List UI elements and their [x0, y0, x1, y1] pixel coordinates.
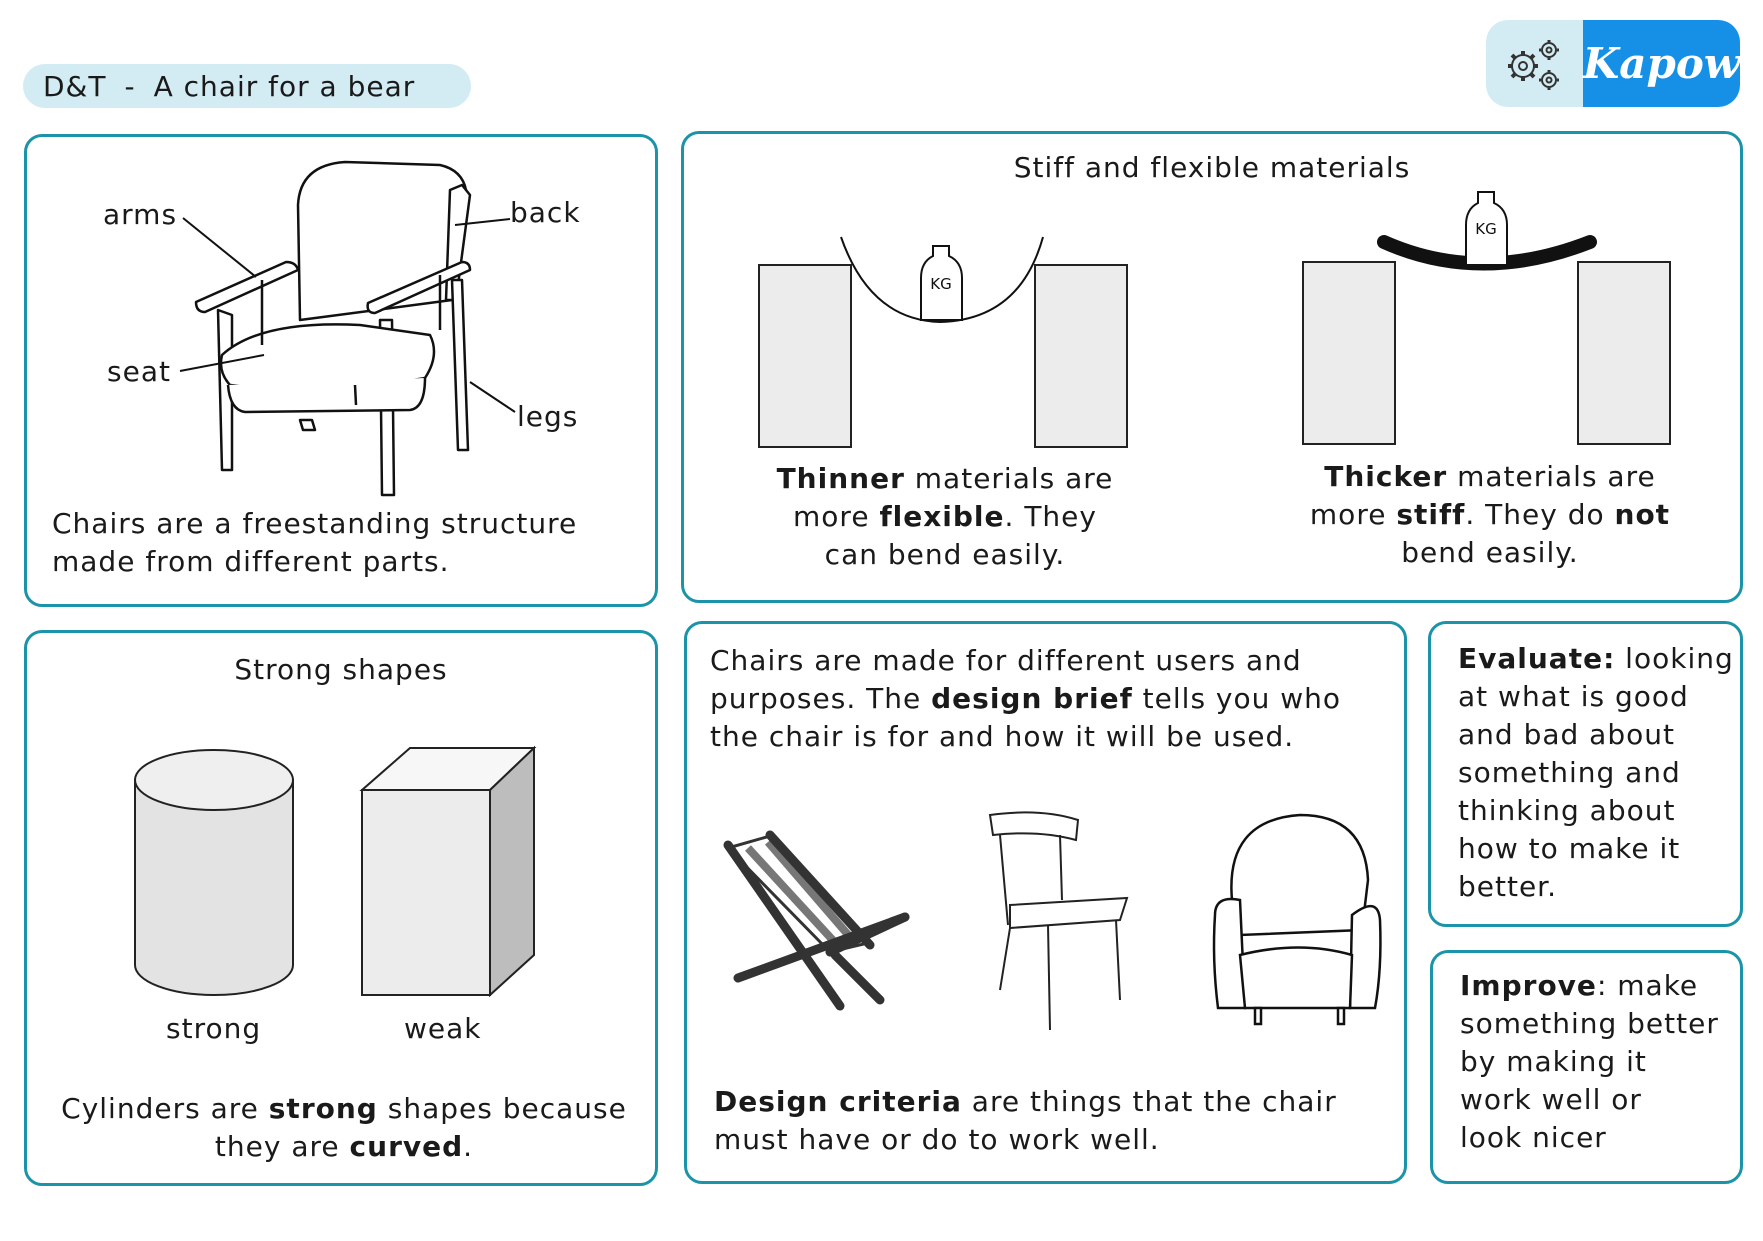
thin-bending-sheet	[840, 236, 1044, 324]
chair-parts-caption: Chairs are a freestanding structure made…	[52, 505, 632, 581]
improve-line-1: : make	[1596, 969, 1699, 1002]
criteria-text-2: must have or do to work well.	[714, 1123, 1160, 1156]
caption-line-2: made from different parts.	[52, 545, 450, 578]
design-brief-text: Chairs are made for different users and …	[710, 642, 1400, 756]
design-intro-2b: tells you who	[1132, 682, 1342, 715]
support-block-left-2	[1302, 261, 1396, 445]
evaluate-definition: Evaluate: looking at what is good and ba…	[1458, 640, 1748, 906]
evaluate-line-3: and bad about	[1458, 718, 1675, 751]
design-intro-3: the chair is for and how it will be used…	[710, 720, 1295, 753]
weak-label: weak	[404, 1012, 482, 1045]
label-back: back	[510, 196, 581, 229]
thick-text-1: materials are	[1447, 460, 1656, 493]
shapes-caption-d: .	[463, 1130, 474, 1163]
strong-label: strong	[166, 1012, 262, 1045]
evaluate-line-7: better.	[1458, 870, 1558, 903]
shapes-caption-bold-2: curved	[349, 1130, 464, 1163]
panel-strong-shapes	[24, 630, 658, 1186]
thin-bold-2: flexible	[879, 500, 1005, 533]
support-block-right-1	[1034, 264, 1128, 448]
label-arms: arms	[103, 198, 178, 231]
thin-text-3: can bend easily.	[824, 538, 1066, 571]
thick-text-2b: . They do	[1465, 498, 1615, 531]
label-legs: legs	[517, 400, 579, 433]
evaluate-line-4: something and	[1458, 756, 1681, 789]
thin-text-2b: . They	[1004, 500, 1097, 533]
thin-text-2a: more	[793, 500, 880, 533]
shapes-caption-c: they are	[214, 1130, 350, 1163]
weight-icon-thin	[920, 245, 963, 321]
worksheet-title: D&T - A chair for a bear	[23, 64, 471, 108]
kapow-wordmark: Kapow	[1582, 20, 1740, 107]
improve-line-4: work well or	[1460, 1083, 1642, 1116]
panel-materials	[681, 131, 1743, 603]
materials-title: Stiff and flexible materials	[1013, 151, 1411, 184]
improve-line-5: look nicer	[1460, 1121, 1607, 1154]
design-intro-1: Chairs are made for different users and	[710, 644, 1302, 677]
panel-evaluate	[1428, 621, 1743, 927]
support-block-left-1	[758, 264, 852, 448]
thin-bold: Thinner	[776, 462, 905, 495]
shapes-caption-a: Cylinders are	[61, 1092, 269, 1125]
shapes-title: Strong shapes	[234, 653, 448, 686]
design-intro-2a: purposes. The	[710, 682, 932, 715]
thin-materials-caption: Thinner materials are more flexible. The…	[735, 460, 1155, 574]
thick-bold-3: not	[1614, 498, 1671, 531]
shapes-caption-b: shapes because	[377, 1092, 627, 1125]
subject-label: D&T	[43, 69, 107, 103]
label-seat: seat	[107, 355, 171, 388]
topic-label: A chair for a bear	[153, 69, 416, 103]
title-separator: -	[124, 69, 136, 103]
thick-bold: Thicker	[1324, 460, 1448, 493]
shapes-caption: Cylinders are strong shapes because they…	[44, 1090, 644, 1166]
thin-text-1: materials are	[904, 462, 1114, 495]
wooden-chair-image	[988, 811, 1129, 1031]
improve-line-2: something better	[1460, 1007, 1719, 1040]
kapow-logo: Kapow	[1486, 20, 1740, 107]
evaluate-line-6: how to make it	[1458, 832, 1681, 865]
gears-icon	[1486, 20, 1583, 107]
weight-label-thick: KG	[1475, 220, 1496, 238]
evaluate-term: Evaluate:	[1458, 642, 1616, 675]
deckchair-image	[723, 830, 910, 1011]
thick-text-2a: more	[1309, 498, 1397, 531]
thick-bold-2: stiff	[1396, 498, 1466, 531]
weight-icon-thick	[1465, 191, 1508, 266]
improve-term: Improve	[1460, 969, 1597, 1002]
evaluate-line-5: thinking about	[1458, 794, 1676, 827]
caption-line-1: Chairs are a freestanding structure	[52, 507, 578, 540]
support-block-right-2	[1577, 261, 1671, 445]
panel-improve	[1430, 950, 1743, 1184]
improve-definition: Improve: make something better by making…	[1460, 967, 1740, 1157]
cuboid-shape	[359, 745, 537, 998]
shapes-caption-bold-1: strong	[268, 1092, 378, 1125]
cylinder-shape	[134, 779, 294, 996]
design-brief-bold: design brief	[931, 682, 1133, 715]
design-criteria-text: Design criteria are things that the chai…	[714, 1083, 1404, 1159]
criteria-text-1: are things that the chair	[961, 1085, 1337, 1118]
evaluate-line-1: looking	[1615, 642, 1734, 675]
evaluate-line-2: at what is good	[1458, 680, 1689, 713]
improve-line-3: by making it	[1460, 1045, 1647, 1078]
weight-label-thin: KG	[930, 275, 951, 293]
thick-materials-caption: Thicker materials are more stiff. They d…	[1270, 458, 1710, 572]
armchair-image	[1212, 813, 1382, 1026]
design-criteria-bold: Design criteria	[714, 1085, 962, 1118]
thick-text-3: bend easily.	[1401, 536, 1579, 569]
